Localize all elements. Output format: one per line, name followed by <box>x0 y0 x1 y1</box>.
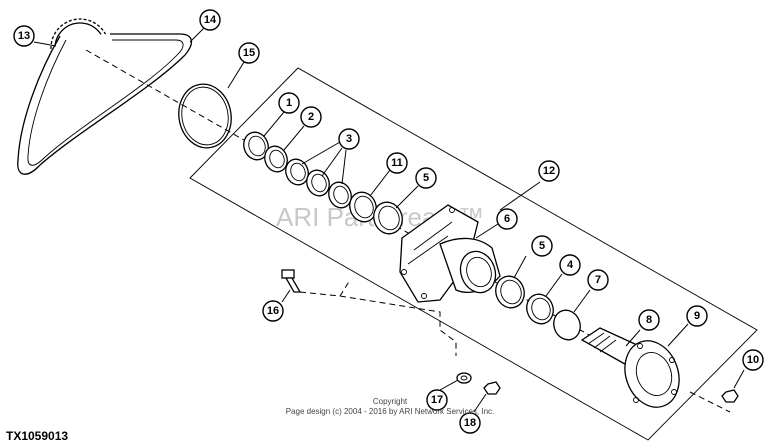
svg-text:9: 9 <box>694 310 700 322</box>
svg-text:5: 5 <box>539 240 545 252</box>
callout-1[interactable]: 1 <box>278 92 300 114</box>
callout-6[interactable]: 6 <box>496 208 518 230</box>
bearing-5-upper <box>373 201 403 235</box>
snap-ring-1 <box>243 131 269 161</box>
snap-ring-7 <box>553 309 581 341</box>
washer-2 <box>264 145 288 173</box>
callout-14[interactable]: 14 <box>199 9 221 31</box>
seal-4 <box>526 293 554 325</box>
callout-16[interactable]: 16 <box>262 300 284 322</box>
nut-18 <box>483 381 501 395</box>
callout-18[interactable]: 18 <box>459 412 481 434</box>
svg-text:7: 7 <box>595 274 601 286</box>
shim-3c <box>328 181 352 209</box>
callout-5-lower[interactable]: 5 <box>531 235 553 257</box>
copyright-label: Copyright <box>373 397 408 406</box>
callout-12[interactable]: 12 <box>538 160 560 182</box>
svg-text:2: 2 <box>308 111 314 123</box>
svg-text:13: 13 <box>18 30 30 42</box>
svg-text:5: 5 <box>423 172 429 184</box>
callout-10[interactable]: 10 <box>742 349 764 371</box>
callout-15[interactable]: 15 <box>238 42 260 64</box>
housing <box>399 204 501 303</box>
figure-id: TX1059013 <box>6 429 68 443</box>
callout-3[interactable]: 3 <box>338 128 360 150</box>
seal-11 <box>349 191 377 223</box>
o-ring <box>178 83 232 149</box>
svg-text:10: 10 <box>747 354 759 366</box>
svg-text:15: 15 <box>243 47 255 59</box>
bearing-5-lower <box>495 275 525 309</box>
svg-text:17: 17 <box>431 394 443 406</box>
nut-10 <box>721 389 739 403</box>
svg-text:6: 6 <box>504 213 510 225</box>
callout-9[interactable]: 9 <box>686 305 708 327</box>
callout-17[interactable]: 17 <box>426 389 448 411</box>
svg-text:3: 3 <box>346 133 352 145</box>
assembly-frame <box>189 67 758 441</box>
washer-17 <box>456 372 472 384</box>
svg-text:8: 8 <box>646 314 652 326</box>
belt <box>17 33 193 175</box>
svg-text:1: 1 <box>286 97 292 109</box>
svg-text:4: 4 <box>567 259 574 271</box>
shim-3a <box>285 158 309 186</box>
callout-7[interactable]: 7 <box>587 269 609 291</box>
svg-text:18: 18 <box>464 417 476 429</box>
copyright-notice: Page design (c) 2004 - 2016 by ARI Netwo… <box>286 407 495 416</box>
svg-text:12: 12 <box>543 165 555 177</box>
callout-5-upper[interactable]: 5 <box>415 167 437 189</box>
callout-4[interactable]: 4 <box>559 254 581 276</box>
svg-text:14: 14 <box>204 14 217 26</box>
callout-2[interactable]: 2 <box>300 106 322 128</box>
hub <box>624 340 680 408</box>
svg-text:11: 11 <box>391 157 403 169</box>
leader-lines <box>33 27 745 413</box>
callout-11[interactable]: 11 <box>386 152 408 174</box>
callout-8[interactable]: 8 <box>638 309 660 331</box>
callout-13[interactable]: 13 <box>13 25 35 47</box>
svg-text:16: 16 <box>267 305 279 317</box>
shim-3b <box>306 169 330 197</box>
bolt-16 <box>281 269 457 356</box>
